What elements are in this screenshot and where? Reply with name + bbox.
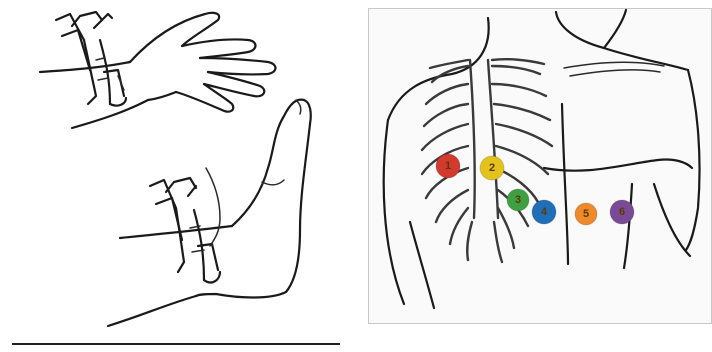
electrode-4-label: 4 [541,206,548,218]
electrode-6-label: 6 [619,206,625,218]
electrode-1-label: 1 [445,160,451,172]
chest-electrode-illustration: 1 2 3 4 5 6 [368,8,712,328]
electrode-4: 4 [532,200,556,224]
electrode-1: 1 [436,154,460,178]
electrode-3-label: 3 [515,194,521,206]
chest-electrode-panel: 1 2 3 4 5 6 [368,8,712,328]
limb-electrode-panel [0,0,350,352]
electrode-2: 2 [480,156,504,180]
ankle-with-clamp [108,100,311,326]
wrist-with-clamp [40,12,276,128]
electrode-5-label: 5 [583,208,589,220]
electrode-3: 3 [507,189,529,211]
electrode-5: 5 [575,203,597,225]
electrode-2-label: 2 [489,162,495,174]
limb-electrode-illustration [0,0,350,352]
electrode-6: 6 [610,200,634,224]
